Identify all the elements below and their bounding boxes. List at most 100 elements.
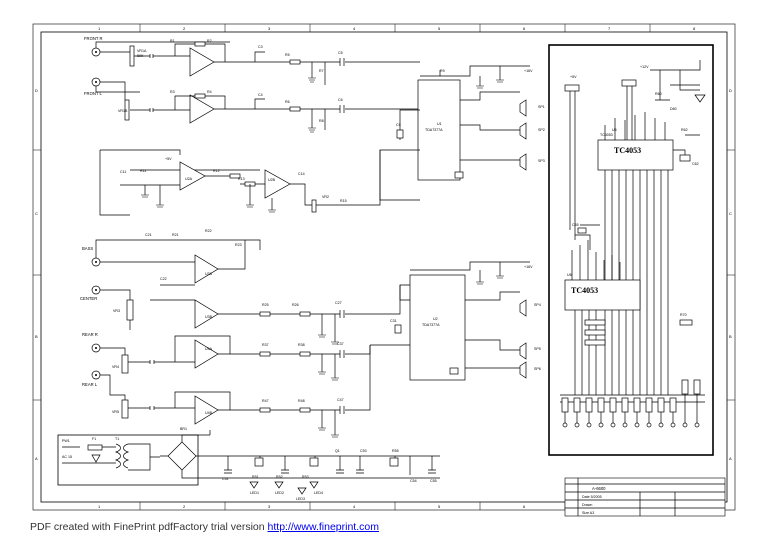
svg-text:R7: R7 <box>319 69 324 73</box>
svg-text:C22: C22 <box>160 277 167 281</box>
svg-text:D: D <box>35 88 38 93</box>
vr-rear-r <box>121 354 129 374</box>
svg-text:R2: R2 <box>207 39 212 43</box>
svg-text:SP3: SP3 <box>538 159 545 163</box>
svg-text:C4: C4 <box>258 93 263 97</box>
svg-text:C51: C51 <box>222 477 229 481</box>
svg-text:R53: R53 <box>302 475 309 479</box>
footer-text: PDF created with FinePrint pdfFactory tr… <box>30 521 268 533</box>
svg-text:4: 4 <box>353 504 356 509</box>
svg-text:LED1: LED1 <box>250 491 259 495</box>
transformer-label: T1 <box>115 437 119 441</box>
svg-text:U3B: U3B <box>205 315 213 319</box>
opamp-center-2 <box>194 299 219 329</box>
opamp-front-r <box>189 47 215 77</box>
svg-text:2: 2 <box>183 504 186 509</box>
svg-text:R47: R47 <box>262 399 269 403</box>
svg-text:C62: C62 <box>692 162 699 166</box>
svg-text:+16V: +16V <box>524 265 533 269</box>
svg-text:C54: C54 <box>410 479 417 483</box>
svg-text:1: 1 <box>98 26 101 31</box>
svg-text:R25: R25 <box>262 303 269 307</box>
bridge-rectifier <box>167 441 197 471</box>
opamp-rear-r <box>194 339 219 369</box>
svg-text:R6: R6 <box>285 100 290 104</box>
svg-text:R26: R26 <box>292 303 299 307</box>
svg-text:SP4: SP4 <box>534 303 541 307</box>
speaker-center <box>519 299 527 317</box>
svg-text:A: A <box>35 456 38 461</box>
pdf-footer: PDF created with FinePrint pdfFactory tr… <box>30 521 379 533</box>
svg-text:SP2: SP2 <box>538 128 545 132</box>
fuse-label: F1 <box>92 437 96 441</box>
svg-text:B: B <box>35 334 38 339</box>
svg-text:C21: C21 <box>145 233 152 237</box>
vr-center <box>126 299 134 321</box>
svg-text:C: C <box>729 211 732 216</box>
front-l-label: FRONT L <box>84 91 103 96</box>
vr-front-l <box>124 99 130 121</box>
svg-text:C27: C27 <box>335 301 342 305</box>
model-number: A-6600 <box>592 486 606 491</box>
svg-text:R8: R8 <box>319 119 324 123</box>
svg-text:4: 4 <box>353 26 356 31</box>
svg-text:C53: C53 <box>360 449 367 453</box>
pw1-label: PW1 <box>62 439 70 443</box>
svg-text:C37: C37 <box>337 342 344 346</box>
speaker-rr <box>519 342 527 360</box>
svg-text:U4A: U4A <box>205 347 213 351</box>
ac-label: AC 15 <box>62 455 72 459</box>
svg-text:U1: U1 <box>437 122 442 126</box>
svg-text:R52: R52 <box>276 475 283 479</box>
svg-text:D: D <box>729 88 732 93</box>
footer-link[interactable]: http://www.fineprint.com <box>267 521 379 533</box>
title-line-b: Drawn <box>582 503 592 507</box>
speaker-fl <box>519 122 527 140</box>
speaker-bass <box>519 153 527 171</box>
svg-text:R9: R9 <box>440 69 445 73</box>
connector-bank <box>561 379 701 428</box>
speaker-fr <box>519 99 527 117</box>
svg-text:LED3: LED3 <box>296 497 305 501</box>
svg-text:VR3: VR3 <box>113 309 120 313</box>
svg-text:C3: C3 <box>258 45 263 49</box>
svg-text:6: 6 <box>523 26 526 31</box>
svg-text:C: C <box>35 211 38 216</box>
rear-r-label: REAR R <box>82 332 98 337</box>
svg-text:VR1A: VR1A <box>137 49 147 53</box>
svg-text:U6: U6 <box>567 273 572 277</box>
svg-text:B: B <box>729 334 732 339</box>
tc4053-top <box>597 139 674 171</box>
svg-text:A: A <box>729 456 732 461</box>
svg-text:8: 8 <box>693 26 696 31</box>
svg-text:+5V: +5V <box>165 157 172 161</box>
svg-text:R3: R3 <box>170 90 175 94</box>
svg-text:SP6: SP6 <box>534 367 541 371</box>
svg-text:C6: C6 <box>338 98 343 102</box>
grid-ticks <box>33 24 735 510</box>
opamp-bass-1 <box>179 161 206 191</box>
tc4053-top-label: TC4053 <box>614 146 641 155</box>
title-line-a: Date 5/2005 <box>582 495 602 499</box>
bridge-label: BR1 <box>180 427 187 431</box>
front-r-label: FRONT R <box>84 36 103 41</box>
svg-text:VR5: VR5 <box>112 410 119 414</box>
svg-text:R37: R37 <box>262 343 269 347</box>
svg-text:SP1: SP1 <box>538 105 545 109</box>
svg-text:R70: R70 <box>680 313 687 317</box>
tc4053-bottom-label: TC4053 <box>571 286 598 295</box>
svg-text:R12: R12 <box>213 169 220 173</box>
svg-text:SP5: SP5 <box>534 347 541 351</box>
svg-text:2: 2 <box>183 26 186 31</box>
sheet-inner-border <box>40 31 728 503</box>
title-line-c: Size A3 <box>582 511 594 515</box>
svg-text:C14: C14 <box>298 172 305 176</box>
control-board-border <box>548 44 714 456</box>
svg-text:R4: R4 <box>207 90 212 94</box>
svg-text:C55: C55 <box>430 479 437 483</box>
